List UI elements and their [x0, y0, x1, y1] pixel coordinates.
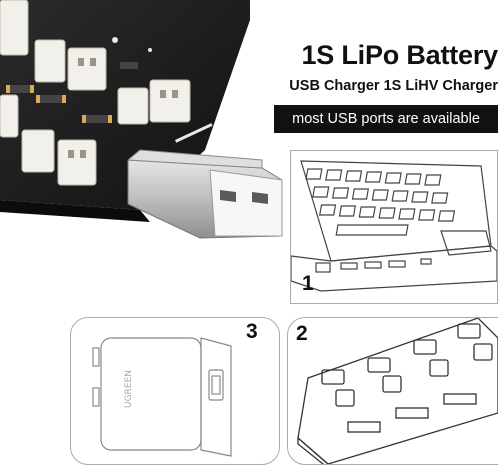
compatibility-banner: most USB ports are available — [274, 105, 498, 133]
laptop-ports — [315, 258, 432, 273]
usb-charger-board-photo — [0, 0, 283, 239]
svg-text:UGREEN: UGREEN — [124, 370, 134, 408]
label-2: 2 — [296, 322, 308, 345]
label-1: 1 — [302, 272, 314, 295]
wall-adapter-panel: UGREEN — [70, 317, 280, 465]
wall-adapter-sketch: UGREEN — [92, 337, 232, 457]
usb-hub-ports — [321, 323, 481, 385]
product-subtitle: USB Charger 1S LiHV Charger — [289, 78, 498, 94]
label-3: 3 — [246, 320, 258, 343]
pcb-edge — [0, 200, 150, 222]
usb-hub-panel — [287, 317, 498, 465]
laptop-panel — [290, 150, 498, 304]
keyboard-keys — [305, 168, 456, 236]
usb-a-plug — [126, 149, 283, 239]
usb-hub-lower-ports — [347, 393, 477, 433]
laptop-sketch — [291, 160, 497, 292]
usb-hub-switches — [335, 343, 493, 407]
usb-hub-sketch — [297, 318, 498, 464]
product-title: 1S LiPo Battery — [301, 40, 498, 70]
